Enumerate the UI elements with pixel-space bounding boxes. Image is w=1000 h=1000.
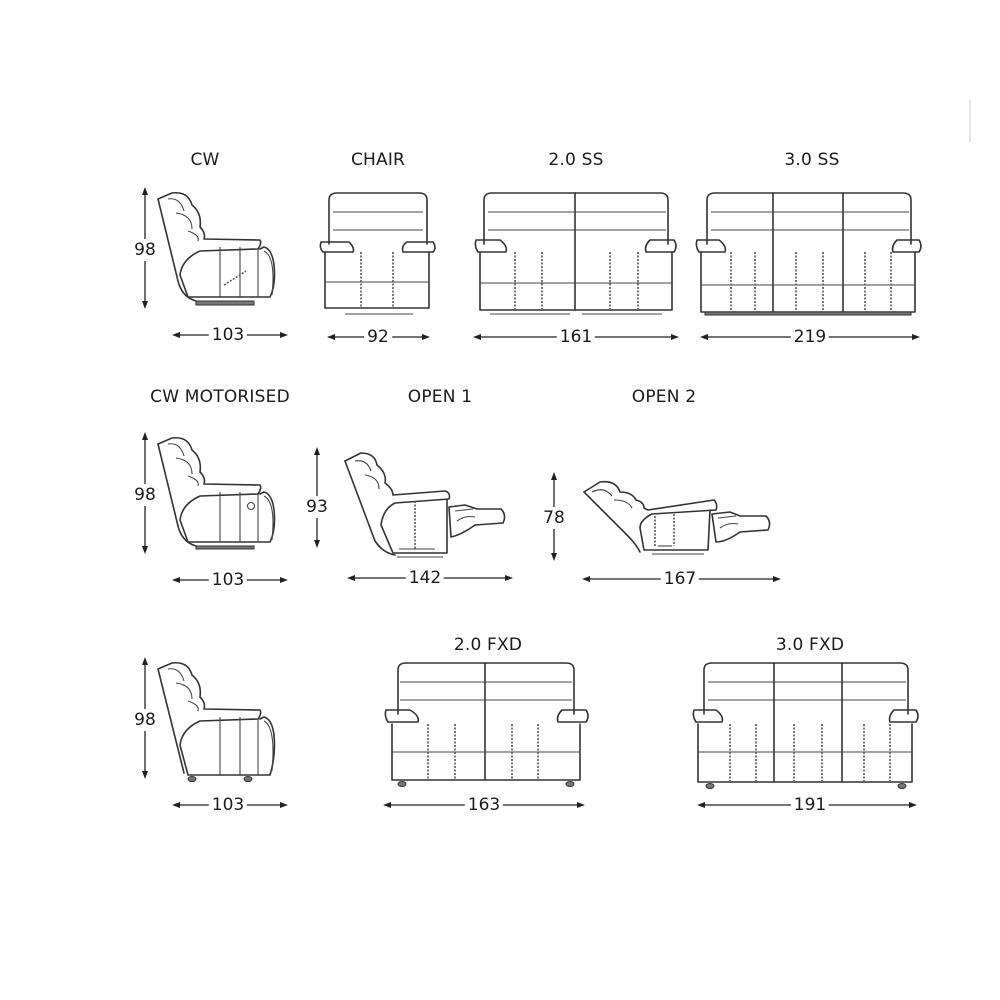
dim-width-open-1: 142 xyxy=(405,569,445,587)
label-cw: CW xyxy=(190,150,220,170)
label-3-0-ss: 3.0 SS xyxy=(784,150,840,170)
sofa-3-0-fxd-drawing: 191 xyxy=(690,660,925,820)
open-1-side-drawing: 93 142 xyxy=(305,445,520,595)
dim-height-open-2: 78 xyxy=(543,507,565,529)
dim-width-2-0-fxd: 163 xyxy=(464,796,504,814)
label-open-1: OPEN 1 xyxy=(407,387,473,407)
dim-height-cw: 98 xyxy=(134,239,156,261)
label-3-0-fxd: 3.0 FXD xyxy=(775,635,845,655)
foot-icon xyxy=(187,776,197,782)
foot-icon xyxy=(243,776,253,782)
dim-width-cw: 103 xyxy=(208,326,248,344)
dim-width-3-0-ss: 219 xyxy=(790,328,830,346)
dim-height-open-1: 93 xyxy=(306,496,328,518)
label-cw-motorised: CW MOTORISED xyxy=(150,387,290,407)
sofa-3-seat-fixed-icon xyxy=(692,662,919,808)
recliner-motorised-side-icon xyxy=(142,432,288,583)
motor-button-icon xyxy=(246,501,256,511)
dim-width-2-0-ss: 161 xyxy=(556,328,596,346)
sofa-2-0-ss-drawing: 161 xyxy=(470,190,685,350)
recliner-open-1-icon xyxy=(314,447,513,581)
dim-width-chair: 92 xyxy=(364,328,392,346)
dim-width-3-0-fxd: 191 xyxy=(790,796,830,814)
open-2-side-drawing: 78 167 xyxy=(540,470,785,595)
sofa-2-seat-front-icon xyxy=(473,192,679,340)
sofa-3-seat-front-icon xyxy=(695,192,922,340)
cw-motorised-side-drawing: 98 103 xyxy=(134,430,290,595)
sofa-3-0-ss-drawing: 219 xyxy=(693,190,928,350)
label-2-0-ss: 2.0 SS xyxy=(548,150,604,170)
dim-width-open-2: 167 xyxy=(660,570,700,588)
chair-front-icon xyxy=(319,192,436,340)
sofa-2-0-fxd-drawing: 163 xyxy=(380,660,595,820)
label-chair: CHAIR xyxy=(350,150,406,170)
dim-width-cw-motorised: 103 xyxy=(208,571,248,589)
dim-height-cw-fixed: 98 xyxy=(134,709,156,731)
cw-side-drawing: 98 103 xyxy=(134,185,290,350)
chair-front-drawing: 92 xyxy=(315,190,440,350)
edge-artifact-line xyxy=(969,100,971,142)
label-open-2: OPEN 2 xyxy=(631,387,697,407)
chair-fixed-side-icon xyxy=(142,657,288,808)
dim-width-cw-fixed: 103 xyxy=(208,796,248,814)
cw-fixed-side-drawing: 98 103 xyxy=(134,655,290,820)
recliner-side-icon xyxy=(142,187,288,338)
dim-height-cw-motorised: 98 xyxy=(134,484,156,506)
label-2-0-fxd: 2.0 FXD xyxy=(453,635,523,655)
sofa-2-seat-fixed-icon xyxy=(383,662,589,808)
